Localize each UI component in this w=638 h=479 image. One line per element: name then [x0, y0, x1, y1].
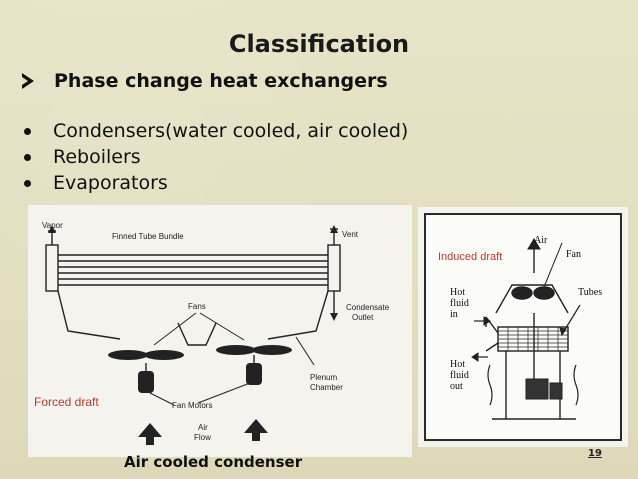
label-plenum: Plenum	[310, 373, 338, 382]
induced-draft-diagram	[471, 238, 581, 420]
label-fluid-out: fluid	[450, 370, 469, 381]
label-out: out	[450, 381, 463, 392]
figure-caption: Air cooled condenser	[124, 453, 303, 471]
label-air-right: Air	[534, 235, 548, 246]
label-hot-in: Hot	[450, 287, 465, 298]
arrow-bullet-icon	[22, 73, 34, 89]
label-fluid-in: fluid	[450, 298, 469, 309]
bullet-dot-icon	[24, 179, 31, 187]
label-air: Air	[198, 423, 208, 432]
label-hot-out: Hot	[450, 359, 465, 370]
label-finned-tube-bundle: Finned Tube Bundle	[112, 232, 184, 241]
label-tubes: Tubes	[578, 287, 603, 298]
induced-draft-annotation: Induced draft	[438, 251, 503, 263]
forced-draft-annotation: Forced draft	[34, 395, 99, 409]
label-outlet: Outlet	[352, 313, 374, 322]
bullet-item: Condensers(water cooled, air cooled)	[24, 118, 408, 144]
label-fan-motors: Fan Motors	[172, 401, 213, 410]
page-number: 19	[588, 448, 602, 459]
bullet-dot-icon	[24, 153, 31, 161]
forced-draft-diagram	[45, 225, 341, 445]
subheading: Phase change heat exchangers	[22, 70, 388, 92]
label-vapor: Vapor	[42, 221, 63, 230]
bullet-dot-icon	[24, 127, 31, 135]
forced-draft-figure: Vapor Finned Tube Bundle Vent Fans Conde…	[28, 205, 412, 457]
induced-draft-figure: Air Fan Hot fluid in Tubes Hot fluid out…	[424, 213, 622, 441]
label-chamber: Chamber	[310, 383, 343, 392]
bullet-item: Evaporators	[24, 170, 408, 196]
bullet-list: Condensers(water cooled, air cooled) Reb…	[24, 118, 408, 196]
label-fan-right: Fan	[566, 249, 581, 260]
label-in: in	[450, 309, 458, 320]
label-flow: Flow	[194, 433, 211, 442]
slide-title: Classification	[228, 30, 410, 58]
label-condensate: Condensate	[346, 303, 390, 312]
bullet-item: Reboilers	[24, 144, 408, 170]
subheading-text: Phase change heat exchangers	[54, 70, 388, 92]
label-vent: Vent	[342, 230, 359, 239]
label-fans: Fans	[188, 302, 206, 311]
